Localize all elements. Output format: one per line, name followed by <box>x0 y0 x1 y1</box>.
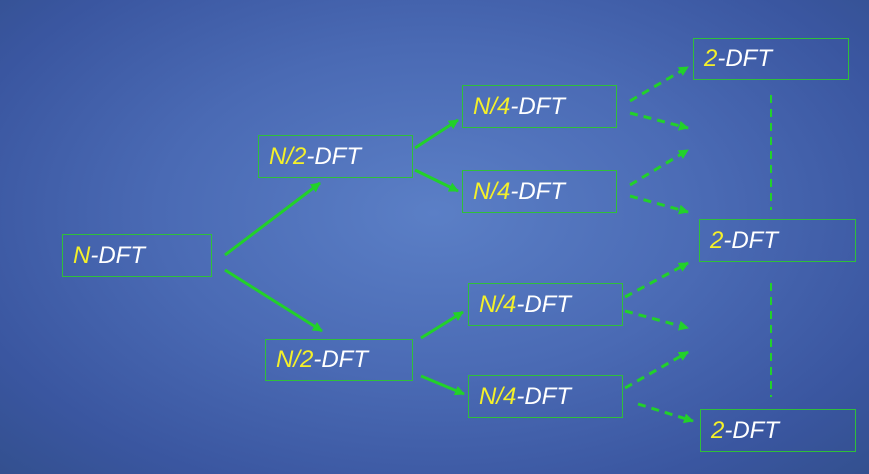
node-n2-dft-bottom-suffix: -DFT <box>313 346 369 373</box>
node-2-dft-1-suffix: -DFT <box>717 45 773 72</box>
node-n4-dft-4: N/4-DFT <box>468 375 623 418</box>
node-n2-dft-bottom: N/2-DFT <box>265 339 413 381</box>
node-n4-dft-3-prefix: N/4 <box>479 290 517 318</box>
node-n2-dft-bottom-prefix: N/2 <box>276 346 314 373</box>
dashed-arrow-n4-3-down <box>624 309 689 331</box>
dashed-arrow-n4-4-down <box>637 402 694 424</box>
node-2-dft-2-suffix: -DFT <box>723 226 779 254</box>
dashed-arrow-n4-4-up <box>624 350 689 390</box>
arrow-n2-bottom-to-n4-3 <box>420 310 464 340</box>
node-n4-dft-2-suffix: -DFT <box>510 177 566 205</box>
node-n4-dft-1-suffix: -DFT <box>510 92 566 120</box>
node-2-dft-2: 2-DFT <box>699 219 856 262</box>
node-n4-dft-4-prefix: N/4 <box>479 382 517 410</box>
node-2-dft-1-prefix: 2 <box>704 45 718 72</box>
node-2-dft-3: 2-DFT <box>700 409 856 452</box>
dashed-arrow-n4-1-up <box>629 65 689 103</box>
node-n2-dft-top-suffix: -DFT <box>306 142 362 170</box>
dashed-arrow-n4-2-down <box>629 194 689 215</box>
node-2-dft-2-prefix: 2 <box>710 226 724 254</box>
node-n2-dft-top: N/2-DFT <box>258 135 413 178</box>
node-n4-dft-3-suffix: -DFT <box>516 290 572 318</box>
arrow-n2-top-to-n4-1 <box>414 118 459 150</box>
dashed-arrow-n4-2-up <box>629 148 689 187</box>
node-n4-dft-1: N/4-DFT <box>462 85 617 128</box>
node-n4-dft-2-prefix: N/4 <box>473 177 511 205</box>
node-n2-dft-top-prefix: N/2 <box>269 142 307 170</box>
node-2-dft-3-prefix: 2 <box>711 416 725 444</box>
node-n-dft: N-DFT <box>62 234 212 277</box>
node-n4-dft-2: N/4-DFT <box>462 170 617 213</box>
node-n4-dft-4-suffix: -DFT <box>516 382 572 410</box>
node-n-dft-prefix: N <box>73 241 91 269</box>
arrow-n2-top-to-n4-2 <box>414 168 459 193</box>
arrow-n-to-n2-bottom <box>224 268 323 333</box>
node-2-dft-1: 2-DFT <box>693 38 849 80</box>
node-n4-dft-1-prefix: N/4 <box>473 92 511 120</box>
node-n-dft-suffix: -DFT <box>90 241 145 269</box>
node-2-dft-3-suffix: -DFT <box>724 416 780 444</box>
dashed-arrow-n4-3-up <box>624 261 689 299</box>
dashed-arrow-n4-1-down <box>629 111 689 131</box>
arrow-n-to-n2-top <box>224 181 321 257</box>
arrow-n2-bottom-to-n4-4 <box>420 374 465 396</box>
node-n4-dft-3: N/4-DFT <box>468 283 623 326</box>
